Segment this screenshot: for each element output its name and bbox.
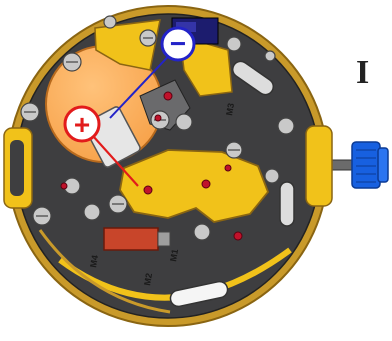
negative-symbol: − — [170, 28, 186, 59]
m4-label: M4 — [88, 254, 100, 268]
m1-label: M1 — [168, 248, 180, 262]
crown — [352, 142, 388, 188]
positive-symbol: + — [74, 109, 90, 140]
positive-terminal-marker: + — [65, 107, 99, 141]
m2-label: M2 — [142, 272, 154, 286]
m3-label: M3 — [224, 102, 236, 116]
negative-terminal-marker: − — [162, 28, 194, 60]
crown-position-label: I — [356, 56, 369, 90]
